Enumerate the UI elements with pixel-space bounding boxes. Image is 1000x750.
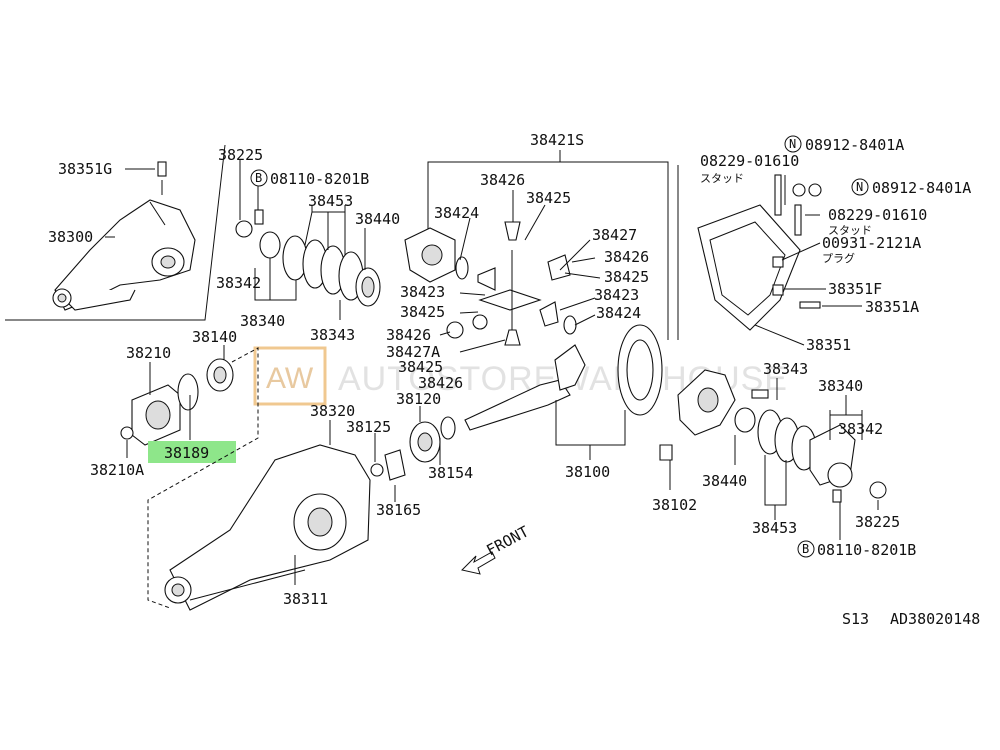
label-38351A: 38351A bbox=[865, 298, 919, 316]
pinion-bearing-group bbox=[370, 416, 456, 481]
circle-b-top-letter: B bbox=[255, 171, 262, 185]
label-38423-a: 38423 bbox=[400, 283, 445, 301]
label-38423-b: 38423 bbox=[594, 286, 639, 304]
circle-n-top-letter: N bbox=[789, 137, 796, 151]
side-bearing-group-left bbox=[235, 209, 381, 307]
label-38351: 38351 bbox=[806, 336, 851, 354]
label-38421S: 38421S bbox=[530, 131, 584, 149]
differential-carrier-icon bbox=[164, 444, 371, 611]
label-38427: 38427 bbox=[592, 226, 637, 244]
label-stud-jp-left: スタッド bbox=[700, 172, 744, 185]
label-38342-bottom: 38342 bbox=[838, 420, 883, 438]
highlight-38189 bbox=[148, 441, 236, 463]
label-38300: 38300 bbox=[48, 228, 93, 246]
label-38426-b: 38426 bbox=[604, 248, 649, 266]
bracket-38421S bbox=[427, 161, 669, 340]
label-38351G: 38351G bbox=[58, 160, 112, 178]
bracket-38100 bbox=[555, 400, 626, 460]
label-38426-d: 38426 bbox=[418, 374, 463, 392]
label-38342-top: 38342 bbox=[216, 274, 261, 292]
label-38425-b: 38425 bbox=[604, 268, 649, 286]
label-38210: 38210 bbox=[126, 344, 171, 362]
diff-case-right-icon bbox=[677, 369, 736, 436]
label-38343-top: 38343 bbox=[310, 326, 355, 344]
label-38225-bottom: 38225 bbox=[855, 513, 900, 531]
circle-n-right-letter: N bbox=[856, 180, 863, 194]
label-38425-a: 38425 bbox=[526, 189, 571, 207]
label-38140: 38140 bbox=[192, 328, 237, 346]
label-38425-d: 38425 bbox=[398, 358, 443, 376]
watermark-logo-box bbox=[253, 346, 327, 406]
footer-code: AD38020148 bbox=[890, 610, 980, 628]
circle-b-top bbox=[250, 169, 268, 187]
label-38154: 38154 bbox=[428, 464, 473, 482]
guide-dashed-left bbox=[147, 347, 259, 609]
diff-case-icon bbox=[404, 227, 456, 283]
label-08229-01610-right: 08229-01610 bbox=[828, 206, 927, 224]
label-38225-top: 38225 bbox=[218, 146, 263, 164]
label-stud-jp-right: スタッド bbox=[828, 224, 872, 237]
label-38426-a: 38426 bbox=[480, 171, 525, 189]
side-flange-left-icon bbox=[131, 384, 181, 446]
circle-n-right bbox=[851, 178, 869, 196]
label-08110-8201B-top: 08110-8201B bbox=[270, 170, 369, 188]
label-38343-bottom: 38343 bbox=[763, 360, 808, 378]
label-38424-a: 38424 bbox=[434, 204, 479, 222]
label-38120: 38120 bbox=[396, 390, 441, 408]
rear-cover-icon bbox=[697, 204, 801, 331]
label-38102: 38102 bbox=[652, 496, 697, 514]
label-38189: 38189 bbox=[164, 444, 209, 462]
label-38426-c: 38426 bbox=[386, 326, 431, 344]
label-38320: 38320 bbox=[310, 402, 355, 420]
label-38440-bottom: 38440 bbox=[702, 472, 747, 490]
label-08110-8201B-bottom: 08110-8201B bbox=[817, 541, 916, 559]
ring-gear-icon bbox=[617, 324, 663, 416]
label-38100: 38100 bbox=[565, 463, 610, 481]
label-38340-top: 38340 bbox=[240, 312, 285, 330]
front-label: FRONT bbox=[483, 522, 531, 559]
label-08912-8401A-top: 08912-8401A bbox=[805, 136, 904, 154]
label-38427A: 38427A bbox=[386, 343, 440, 361]
front-arrow-icon bbox=[461, 551, 496, 575]
label-00931-2121A: 00931-2121A bbox=[822, 234, 921, 252]
inset-frame bbox=[5, 144, 226, 321]
circle-b-bottom bbox=[797, 540, 815, 558]
label-38210A: 38210A bbox=[90, 461, 144, 479]
label-38165: 38165 bbox=[376, 501, 421, 519]
circle-b-bottom-letter: B bbox=[802, 542, 809, 556]
label-38125: 38125 bbox=[346, 418, 391, 436]
differential-assembly-icon bbox=[52, 161, 196, 311]
label-08229-01610-left: 08229-01610 bbox=[700, 152, 799, 170]
drive-pinion-icon bbox=[464, 344, 586, 431]
label-38424-b: 38424 bbox=[596, 304, 641, 322]
label-plug-jp: プラグ bbox=[822, 251, 855, 265]
label-38311: 38311 bbox=[283, 590, 328, 608]
label-38351F: 38351F bbox=[828, 280, 882, 298]
label-38453-top: 38453 bbox=[308, 192, 353, 210]
footer-model: S13 bbox=[842, 610, 869, 628]
watermark-logo: AW bbox=[266, 362, 314, 395]
label-38453-bottom: 38453 bbox=[752, 519, 797, 537]
label-08912-8401A-right: 08912-8401A bbox=[872, 179, 971, 197]
label-38440-top: 38440 bbox=[355, 210, 400, 228]
label-38425-c: 38425 bbox=[400, 303, 445, 321]
circle-n-top bbox=[784, 135, 802, 153]
label-38340-bottom: 38340 bbox=[818, 377, 863, 395]
